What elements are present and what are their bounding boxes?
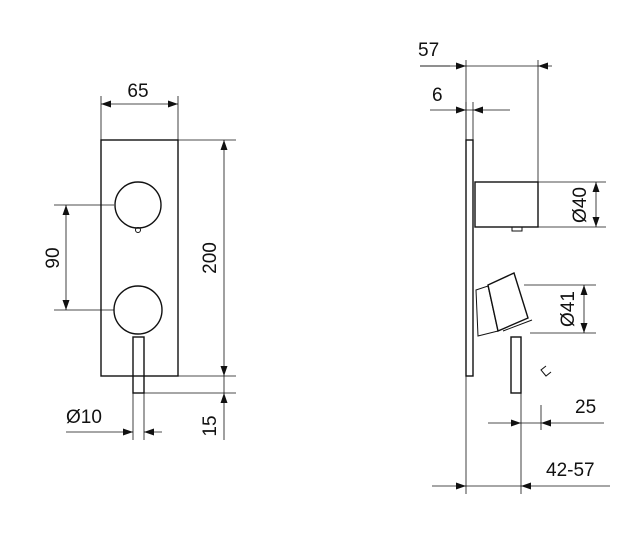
arrowhead bbox=[220, 393, 228, 403]
side-upper-handle bbox=[474, 181, 539, 228]
arrowhead bbox=[101, 100, 111, 108]
side-view: 57 6 Ø40 Ø41 25 42-57 bbox=[418, 40, 610, 494]
arrowhead bbox=[473, 106, 483, 114]
arrowhead bbox=[62, 300, 70, 310]
arrowhead bbox=[456, 62, 466, 70]
side-depth-label: 57 bbox=[418, 40, 439, 61]
side-lever-diameter-label: Ø41 bbox=[558, 291, 579, 327]
side-upper-handle-pin bbox=[511, 226, 523, 232]
arrowhead bbox=[456, 106, 466, 114]
front-lever-extension-label: 15 bbox=[200, 415, 221, 436]
arrowhead bbox=[580, 323, 588, 333]
front-spacing-label: 90 bbox=[43, 247, 64, 268]
side-plate bbox=[465, 139, 474, 377]
arrowhead bbox=[580, 285, 588, 295]
front-width-label: 65 bbox=[127, 81, 148, 102]
front-height-label: 200 bbox=[200, 242, 221, 274]
front-lower-knob bbox=[113, 285, 163, 335]
arrowhead bbox=[592, 217, 600, 227]
front-upper-knob-pin bbox=[135, 227, 141, 233]
arrowhead bbox=[456, 482, 466, 490]
arrowhead bbox=[541, 419, 551, 427]
arrowhead bbox=[538, 62, 548, 70]
side-rotation-mark bbox=[540, 365, 552, 377]
arrowhead bbox=[220, 140, 228, 150]
side-lower-handle-base bbox=[475, 285, 499, 337]
arrowhead bbox=[168, 100, 178, 108]
arrowhead bbox=[220, 366, 228, 376]
front-lever-diameter-label: Ø10 bbox=[66, 407, 102, 428]
side-lever bbox=[510, 336, 522, 394]
side-handle-diameter-label: Ø40 bbox=[570, 187, 591, 223]
arrowhead bbox=[592, 182, 600, 192]
side-range-label: 42-57 bbox=[546, 460, 595, 481]
arrowhead bbox=[62, 205, 70, 215]
arrowhead bbox=[144, 428, 154, 436]
arrowhead bbox=[521, 482, 531, 490]
front-upper-knob bbox=[114, 181, 162, 229]
side-lower-handle-body bbox=[487, 272, 529, 332]
front-panel bbox=[100, 139, 179, 377]
front-lever bbox=[132, 336, 145, 394]
side-lower-handle-stem bbox=[502, 319, 533, 332]
front-view: 65 200 15 90 Ø10 bbox=[43, 81, 236, 440]
arrowhead bbox=[123, 428, 133, 436]
arrowhead bbox=[511, 419, 521, 427]
side-thickness-label: 6 bbox=[432, 85, 443, 106]
side-offset-label: 25 bbox=[575, 397, 596, 418]
